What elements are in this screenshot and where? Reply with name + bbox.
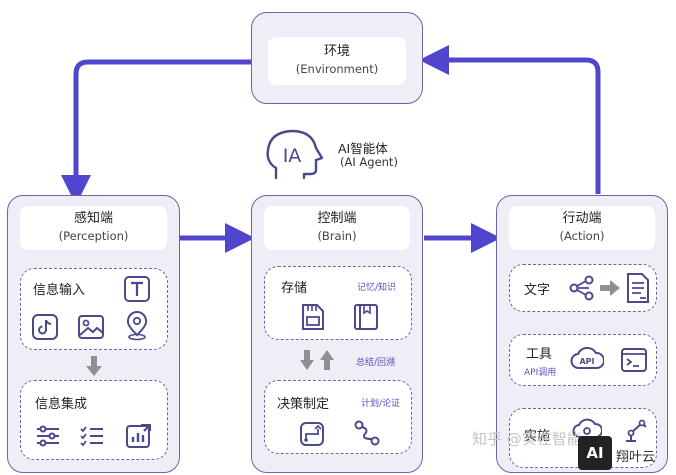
perception-down-arrow [86,356,102,376]
image-icon [77,313,105,341]
storage-label: 存储 [281,281,308,296]
route-icon [299,421,325,447]
tools-sublabel: API调用 [524,368,557,378]
tools-panel: 工具 API调用 API [509,334,657,386]
brain-box: 控制端 (Brain) 存储 记忆/知识 总结/回溯 决策制定 计划/论证 [251,195,423,473]
terminal-icon [620,347,648,373]
brain-title: 控制端 [317,211,357,226]
action-subtitle: (Action) [559,229,605,243]
storage-panel: 存储 记忆/知识 [264,266,412,340]
info-integration-panel: 信息集成 [20,380,168,460]
summary-arrows [300,350,334,370]
api-cloud-icon: API [570,343,605,375]
environment-box: 环境 (Environment) [251,12,423,104]
perception-header: 感知端 (Perception) [20,206,167,250]
watermark-text: 知乎 @实在智能 [472,430,582,448]
watermark-brand: 翔叶云 [616,450,656,465]
embodied-label: 实施 [524,429,551,444]
environment-subtitle: (Environment) [295,62,379,76]
location-icon [123,311,151,341]
info-integration-label: 信息集成 [35,397,88,412]
storage-sublabel: 记忆/知识 [357,283,397,293]
text-icon [123,275,151,303]
summary-label: 总结/回溯 [356,358,396,368]
perception-subtitle: (Perception) [58,229,129,243]
action-box: 行动端 (Action) 文字 工具 API调用 API 实施 [496,195,668,473]
arrow-environment-to-perception [61,59,252,205]
info-input-label: 信息输入 [33,283,86,298]
robot-arm-icon [622,415,650,443]
chart-icon [125,421,153,449]
agent-subtitle: (AI Agent) [340,155,398,169]
agent-head-icon: IA [262,128,326,182]
document-icon [626,272,650,304]
decision-label: 决策制定 [277,397,330,412]
perception-title: 感知端 [73,211,113,226]
video-icon [31,313,59,341]
svg-text:API: API [579,357,594,366]
info-input-panel: 信息输入 [20,268,168,350]
share-icon [568,274,596,302]
brain-header: 控制端 (Brain) [264,206,410,250]
decision-panel: 决策制定 计划/论证 [264,380,412,454]
text-panel: 文字 [509,264,657,312]
watermark-logo: AI [578,436,612,470]
cloud-gear-icon [572,415,603,443]
watermark-logo-text: AI [586,444,604,462]
tools-label: 工具 [526,347,553,362]
perception-box: 感知端 (Perception) 信息输入 信息集成 [7,195,180,473]
decision-sublabel: 计划/论证 [361,399,401,409]
environment-header: 环境 (Environment) [268,37,406,85]
list-filter-icon [35,423,61,449]
agent-logo-text: IA [283,145,302,167]
memory-card-icon [301,303,325,331]
arrow-action-to-environment [419,45,601,194]
environment-title: 环境 [323,44,350,59]
checklist-icon [79,423,105,449]
book-icon [353,303,379,331]
text-label: 文字 [524,283,551,298]
arrow-icon [600,280,620,296]
path-icon [353,419,381,447]
action-header: 行动端 (Action) [509,206,655,250]
brain-subtitle: (Brain) [317,229,357,243]
action-title: 行动端 [562,211,602,226]
agent-title: AI智能体 [338,141,388,156]
